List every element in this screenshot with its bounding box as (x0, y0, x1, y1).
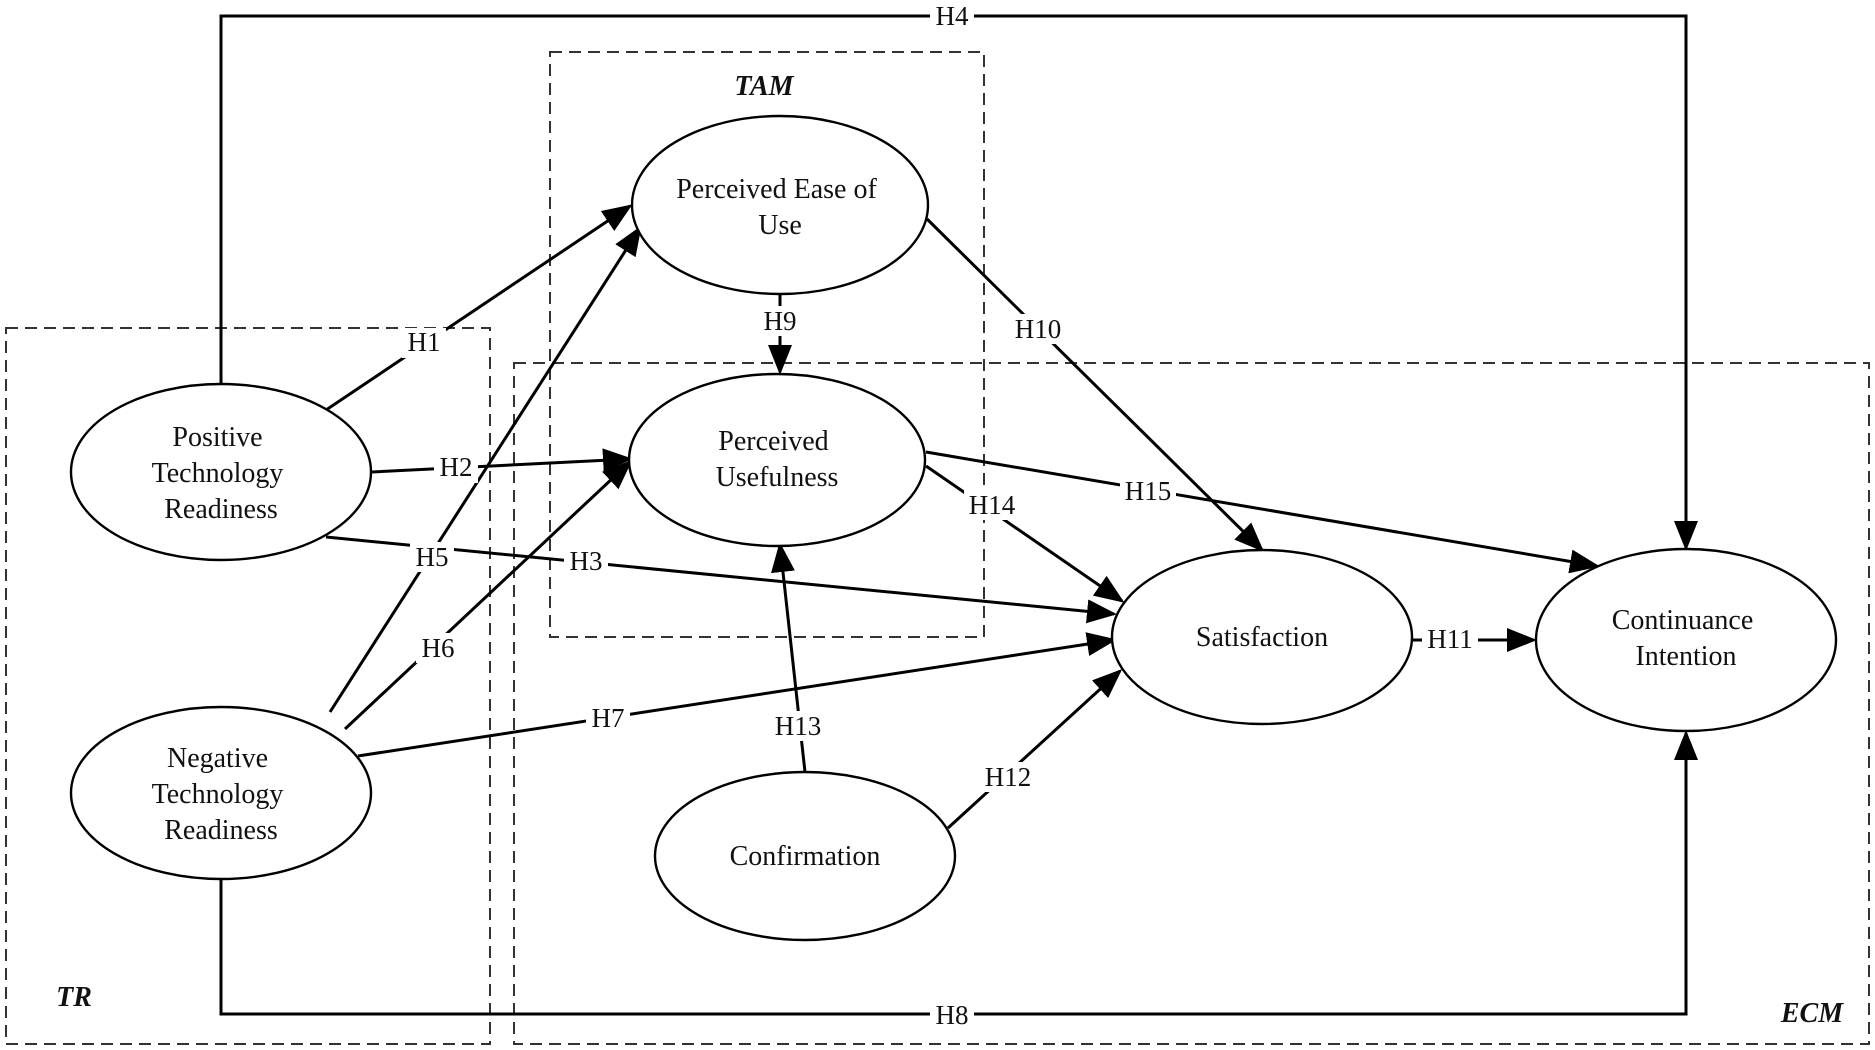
svg-text:Confirmation: Confirmation (730, 841, 881, 872)
label-h3: H3 (570, 546, 603, 576)
node-confirmation: Confirmation (653, 770, 957, 942)
ci-line-2: Intention (1635, 641, 1736, 672)
ntr-line-1: Negative (167, 743, 268, 774)
peou-line-1: Perceived Ease of (676, 174, 877, 205)
edge-h15 (925, 450, 1600, 574)
pu-line-1: Perceived (718, 426, 828, 457)
label-h4: H4 (936, 1, 969, 31)
label-h6: H6 (422, 633, 455, 663)
edge-h10 (925, 217, 1265, 553)
svg-text:Continuance Intention: Continuance Intention (1612, 605, 1761, 672)
node-positive-technology-readiness: Positive Technology Readiness (69, 382, 373, 562)
tam-group-box (549, 51, 985, 638)
svg-text:Negative Technology: Negative Technology Readiness (152, 743, 291, 846)
label-h11: H11 (1427, 624, 1473, 654)
label-h13: H13 (775, 711, 822, 741)
label-h14: H14 (969, 490, 1016, 520)
tr-group-box (5, 327, 491, 1045)
ptr-line-2: Technology (152, 458, 284, 489)
ntr-line-3: Readiness (164, 815, 278, 846)
ecm-group-box (513, 362, 1870, 1045)
node-continuance-intention: Continuance Intention (1534, 547, 1838, 733)
node-perceived-usefulness: Perceived Usefulness (627, 372, 927, 548)
svg-text:Perceived Ease of Use: Perceived Ease of Use (676, 174, 884, 241)
label-h8: H8 (936, 1000, 969, 1030)
label-h1: H1 (408, 327, 441, 357)
label-h12: H12 (985, 762, 1032, 792)
svg-text:Satisfaction: Satisfaction (1196, 622, 1328, 653)
label-h2: H2 (440, 452, 473, 482)
label-h9: H9 (764, 306, 797, 336)
node-perceived-ease-of-use: Perceived Ease of Use (630, 114, 930, 296)
edge-h6 (343, 459, 633, 731)
tam-group-label: TAM (734, 71, 794, 102)
label-h5: H5 (416, 542, 449, 572)
edge-h8 (219, 730, 1698, 1016)
sat-line-1: Satisfaction (1196, 622, 1328, 653)
pu-line-2: Usefulness (716, 462, 839, 493)
peou-line-2: Use (758, 210, 802, 241)
edge-h2 (371, 448, 633, 474)
ptr-line-1: Positive (172, 422, 262, 453)
ptr-line-3: Readiness (164, 494, 278, 525)
conf-line-1: Confirmation (730, 841, 881, 872)
node-negative-technology-readiness: Negative Technology Readiness (69, 705, 373, 881)
ecm-group-label: ECM (1780, 998, 1844, 1029)
label-h15: H15 (1125, 476, 1172, 506)
edge-h14 (925, 464, 1125, 603)
node-satisfaction: Satisfaction (1110, 548, 1414, 726)
tr-group-label: TR (56, 982, 92, 1013)
ntr-line-2: Technology (152, 779, 284, 810)
ci-line-1: Continuance (1612, 605, 1754, 636)
edge-h3 (325, 535, 1117, 624)
svg-text:Positive Technology: Positive Technology Readiness (152, 422, 291, 525)
svg-text:Perceived Usefulness: Perceived Usefulness (716, 426, 839, 493)
edge-h12 (946, 668, 1123, 830)
label-h7: H7 (592, 703, 625, 733)
edge-h1 (325, 204, 633, 412)
edge-h5 (328, 225, 642, 713)
label-h10: H10 (1015, 314, 1062, 344)
edge-h7 (357, 632, 1117, 758)
